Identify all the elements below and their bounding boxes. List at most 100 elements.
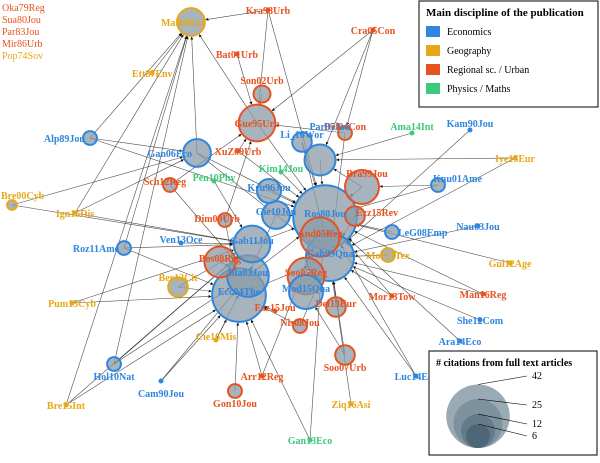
node-label-Alp89Jou: Alp89Jou [44,134,86,145]
node-label-Roz11Ame: Roz11Ame [73,244,120,255]
node-label-Iye13Eur: Iye13Eur [495,154,536,165]
node-label-Kam90Jou: Kam90Jou [447,119,494,130]
node-label-Ign15Dis: Ign15Dis [56,209,94,220]
citation-edge-Cra05Con-Gue95Urb [272,30,373,111]
citation-edge-Gan06Eco-Mal80Env [192,37,197,153]
citation-edge-Hol10Nat-Mal80Env [114,36,188,364]
node-label-Bra99Jou: Bra99Jou [346,169,388,180]
node-label-Mal80Env: Mal80Env [161,18,205,29]
node-label-Mod15Qua: Mod15Qua [282,284,330,295]
node-label-Man16Reg: Man16Reg [460,290,507,301]
citation-edge-Soo07Urb-Gab99Qua [334,282,345,355]
node-label-Ezz15Rev: Ezz15Rev [356,208,398,219]
citation-edge-Bre15Int-Gab11Jou [66,257,237,405]
legend-swatch-regional [426,64,440,75]
node-label-Soo05Reg: Soo05Reg [285,268,327,279]
node-label-Faz15Jou: Faz15Jou [254,303,296,314]
node-label-LeG08Emp: LeG08Emp [398,228,448,239]
size-legend-value-6: 6 [532,431,537,442]
corner-label: Oka79Reg [2,3,45,14]
node-label-Gan06Eco: Gan06Eco [148,149,192,160]
node-label-Gie10Jou: Gie10Jou [256,207,297,218]
node-label-Cam90Jou: Cam90Jou [138,389,185,400]
legend-swatch-geography [426,45,440,56]
node-label-Nis08Jou: Nis08Jou [280,318,320,329]
node-label-Knu01Ame: Knu01Ame [433,174,482,185]
size-legend-value-12: 12 [532,419,542,430]
node-label-Arr12Reg: Arr12Reg [241,372,284,383]
node-label-Ros80Jou: Ros80Jou [304,209,346,220]
node-label-XuZ09Urb: XuZ09Urb [215,147,262,158]
citation-edge-Roz11Ame-Mal80Env [124,36,187,248]
node-label-Ara14Eco: Ara14Eco [439,337,482,348]
node-label-Ber12Cit: Ber12Cit [159,273,199,284]
node-label-Kra98Urb: Kra98Urb [246,6,291,17]
node-label-Pum15Cyb: Pum15Cyb [48,299,96,310]
node-label-Ven13Oce: Ven13Oce [160,235,204,246]
node-Alp89Jou[interactable] [83,131,97,145]
node-label-Ecc04The: Ecc04The [218,287,261,298]
node-label-Cra05Con: Cra05Con [351,26,396,37]
size-legend: # citations from full text articles 42 25… [429,351,597,455]
discipline-legend: Main discipline of the publication Econo… [419,1,598,107]
corner-label: Sua80Jou [2,15,41,26]
node-label-Del13Eur: Del13Eur [315,299,357,310]
corner-label: Pop74Sov [2,51,43,62]
citation-edge-Iye13Eur-Par85Jou [336,158,515,160]
node-label-Gue95Urb: Gue95Urb [235,119,280,130]
node-Son02Urb[interactable] [254,86,271,103]
node-label-Bre15Int: Bre15Int [47,401,86,412]
node-label-Kru96Jou: Kru96Jou [247,183,291,194]
citation-edge-Cra05Con-Del04Con [347,30,373,125]
citation-edge-Bre15Int-Mal80Env [66,36,186,405]
discipline-legend-title: Main discipline of the publication [426,7,584,19]
node-label-She12Com: She12Com [457,316,504,327]
node-label-Bat01Urb: Bat01Urb [216,50,259,61]
node-label-Gon10Jou: Gon10Jou [213,399,257,410]
node-label-Pen10Phy: Pen10Phy [193,173,236,184]
node-Roz11Ame[interactable] [117,241,131,255]
node-label-Par85Jou: Par85Jou [309,122,351,133]
node-label-Bla03Jou: Bla03Jou [228,268,268,279]
size-legend-value-25: 25 [532,400,542,411]
size-legend-value-42: 42 [532,371,542,382]
legend-label-economics: Economics [447,27,492,38]
node-label-Gab11Jou: Gab11Jou [230,236,274,247]
node-label-Bre00Cyb: Bre00Cyb [1,191,45,202]
node-label-Sch12Reg: Sch12Reg [144,177,186,188]
legend-label-physics: Physics / Maths [447,84,510,95]
corner-label: Mir86Urb [2,39,43,50]
node-label-Mor13Tex: Mor13Tex [366,251,410,262]
citation-edge-Alp89Jou-Mal80Env [90,33,181,138]
node-label-Gab99Qua: Gab99Qua [307,249,354,260]
node-label-Cie16Mis: Cie16Mis [196,332,237,343]
node-label-Ama14Int: Ama14Int [390,122,434,133]
node-label-Son02Urb: Son02Urb [240,76,284,87]
node-label-Mor13Tow: Mor13Tow [369,292,417,303]
node-label-Ziq16Asi: Ziq16Asi [332,400,371,411]
citation-edge-Arr12Reg-Ecc04The [247,322,262,376]
node-Gon10Jou[interactable] [228,384,242,398]
legend-swatch-economics [426,26,440,37]
node-label-Hol10Nat: Hol10Nat [93,372,135,383]
corner-label: Par83Jou [2,27,39,38]
legend-swatch-physics [426,83,440,94]
node-label-Soo07Urb: Soo07Urb [324,363,367,374]
node-label-Kim14Jou: Kim14Jou [259,164,304,175]
node-Cam90Jou[interactable] [159,379,164,384]
node-label-And05Reg: And05Reg [297,229,342,240]
node-label-Ett87Env: Ett87Env [132,69,173,80]
node-LeG08Emp[interactable] [385,225,399,239]
node-label-Bos08Reg: Bos08Reg [199,254,241,265]
size-legend-circle-6 [466,424,490,448]
node-Soo07Urb[interactable] [335,345,355,365]
node-Hol10Nat[interactable] [107,357,121,371]
legend-label-regional: Regional sc. / Urban [447,65,529,76]
node-label-Gan13Eco: Gan13Eco [288,436,332,447]
size-legend-title: # citations from full text articles [436,358,572,369]
node-label-Dim09Urb: Dim09Urb [194,214,240,225]
node-label-Gul12Age: Gul12Age [489,259,532,270]
